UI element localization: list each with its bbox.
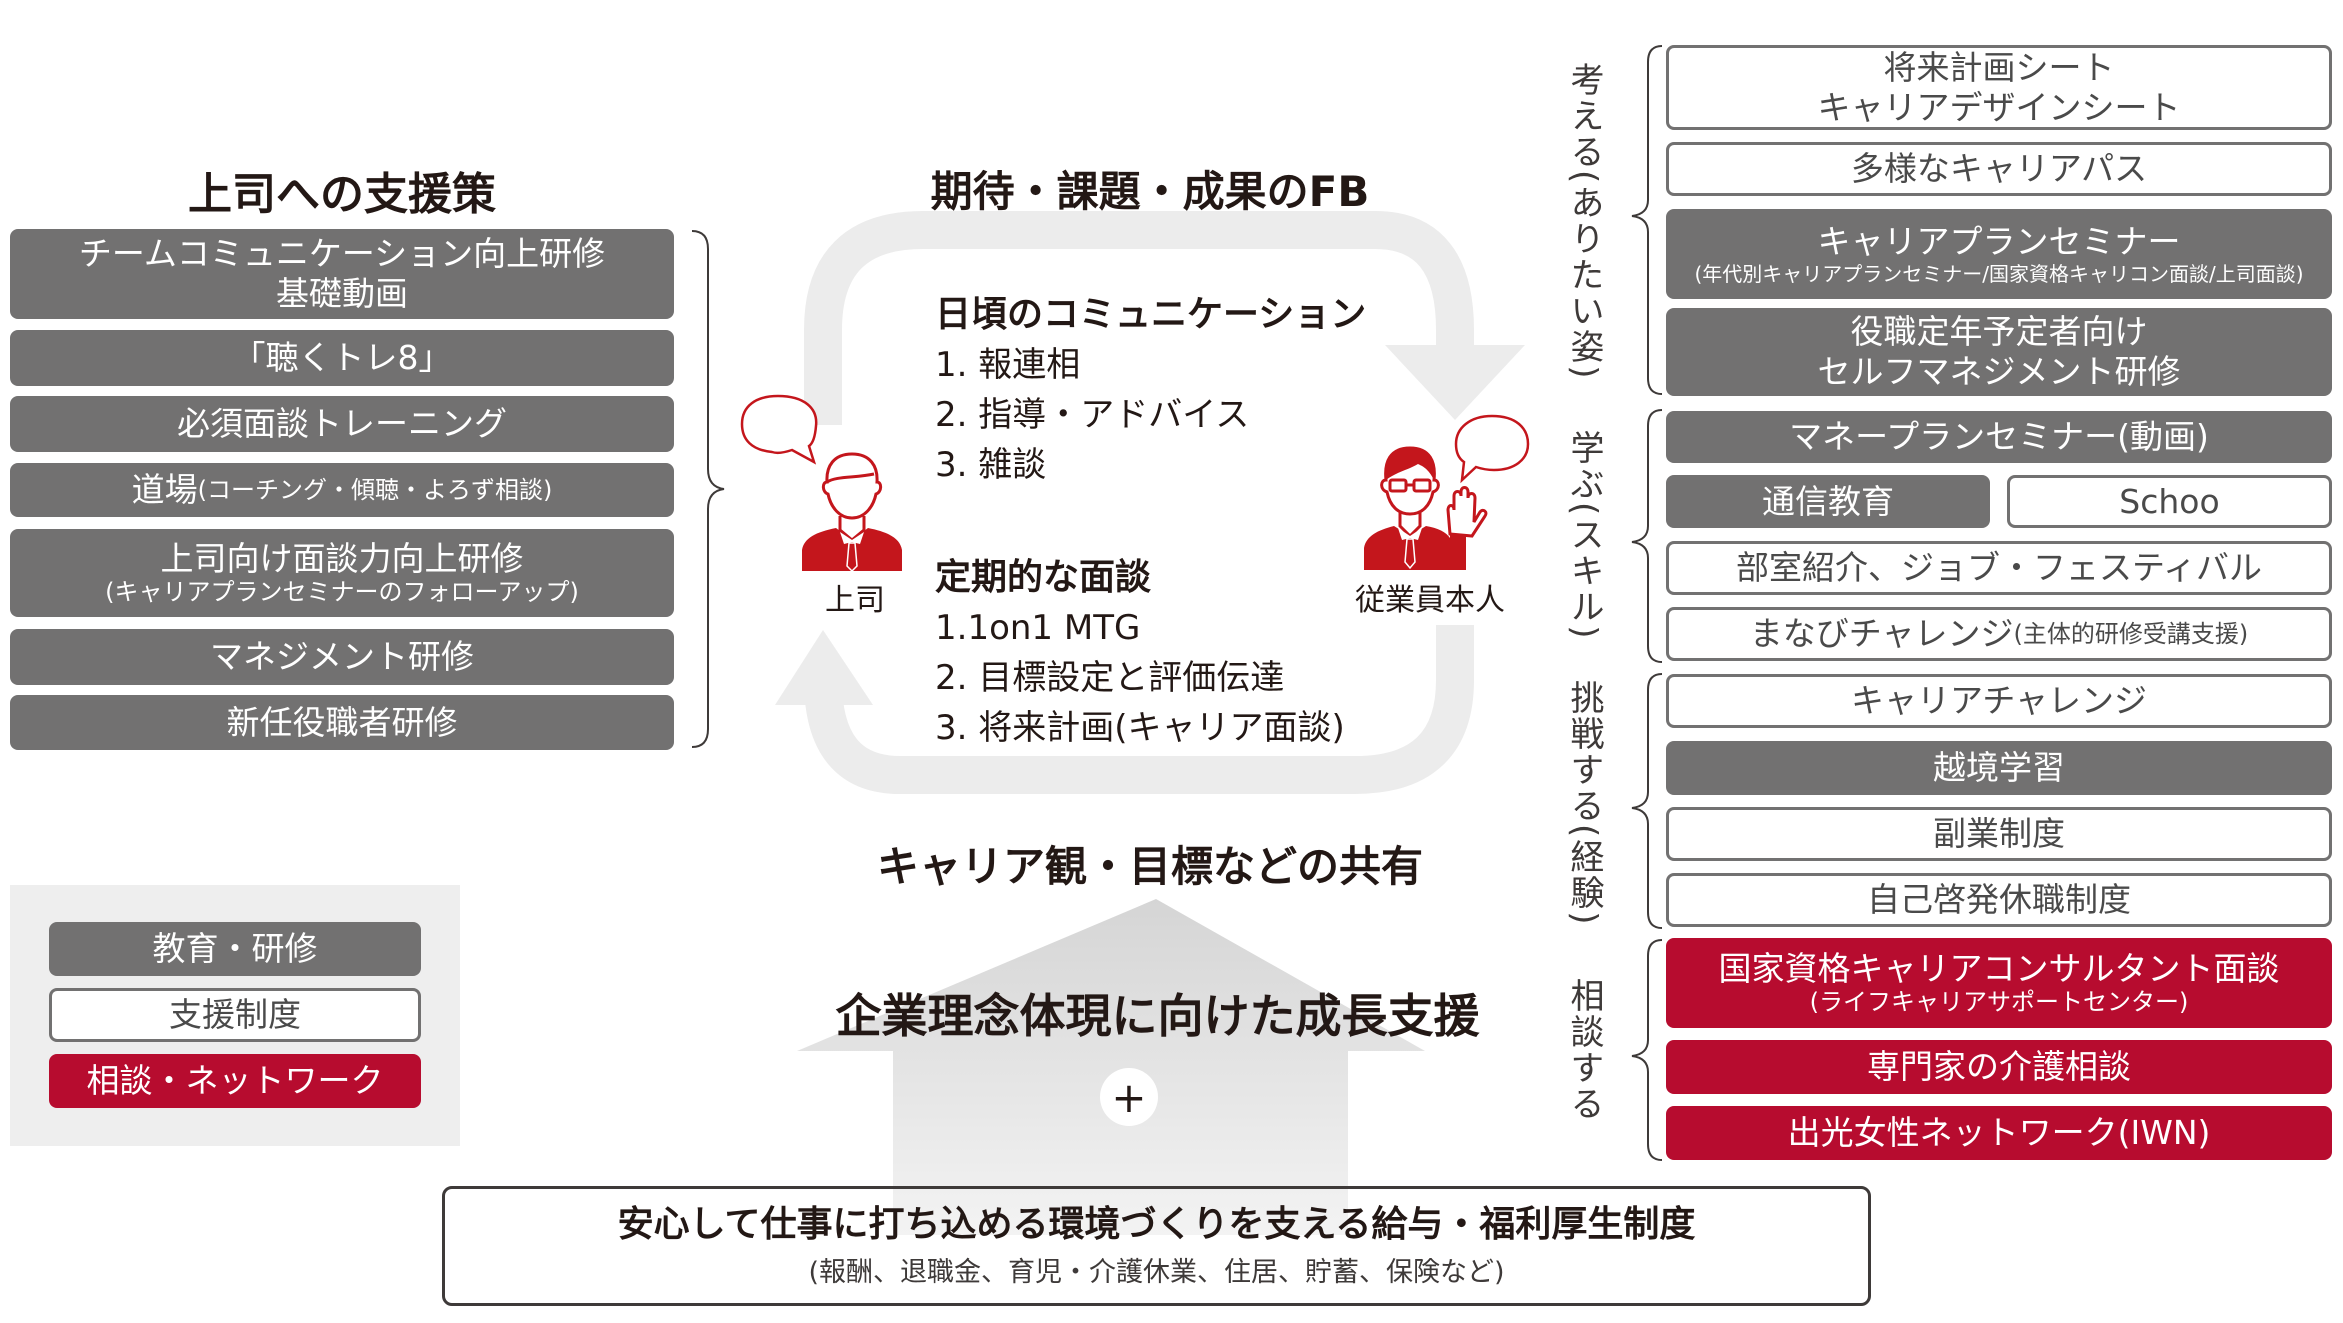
right-item-career-challenge: キャリアチャレンジ bbox=[1666, 674, 2332, 728]
growth-support-label: 企業理念体現に向けた成長支援 bbox=[835, 989, 1480, 1043]
regular-heading: 定期的な面談 bbox=[935, 557, 1152, 598]
item-line1: 新任役職者研修 bbox=[226, 702, 458, 742]
speech-bubble-icon bbox=[740, 394, 818, 465]
item-line1: 将来計画シート bbox=[1883, 47, 2115, 87]
daily-item: 3. 雑談 bbox=[935, 445, 1047, 485]
career-sharing-label: キャリア観・目標などの共有 bbox=[876, 842, 1423, 891]
right-item-self-management-training: 役職定年予定者向け セルフマネジメント研修 bbox=[1666, 308, 2332, 396]
item-line1: 部室紹介、ジョブ・フェスティバル bbox=[1735, 548, 2263, 588]
employee-label: 従業員本人 bbox=[1355, 583, 1505, 618]
left-item-kiku-tore: 「聴くトレ8」 bbox=[10, 330, 674, 386]
daily-heading: 日頃のコミュニケーション bbox=[935, 294, 1367, 335]
boss-person-icon bbox=[802, 452, 902, 573]
welfare-box: 安心して仕事に打ち込める環境づくりを支える給与・福利厚生制度 (報酬、退職金、育… bbox=[442, 1186, 1871, 1306]
item-line1-small: (コーチング・傾聴・よろず相談) bbox=[197, 475, 553, 504]
plus-badge: + bbox=[1100, 1068, 1158, 1126]
right-item-self-development-leave: 自己啓発休職制度 bbox=[1666, 873, 2332, 927]
right-item-job-festival: 部室紹介、ジョブ・フェスティバル bbox=[1666, 541, 2332, 595]
item-line1: 出光女性ネットワーク(IWN) bbox=[1787, 1113, 2211, 1153]
item-line1: 多様なキャリアパス bbox=[1850, 149, 2148, 189]
legend-support: 支援制度 bbox=[49, 988, 421, 1042]
group-label-think: 考える(ありたい姿) bbox=[1564, 62, 1604, 381]
speech-bubble-icon bbox=[1454, 414, 1530, 484]
item-line2: (年代別キャリアプランセミナー/国家資格キャリコン面談/上司面談) bbox=[1694, 261, 2304, 286]
item-line1-small: (主体的研修受講支援) bbox=[2013, 619, 2249, 648]
left-item-dojo: 道場 (コーチング・傾聴・よろず相談) bbox=[10, 463, 674, 517]
item-line2: キャリアデザインシート bbox=[1817, 87, 2181, 127]
right-item-future-plan-sheet: 将来計画シート キャリアデザインシート bbox=[1666, 45, 2332, 130]
group-label-challenge: 挑戦する(経験) bbox=[1564, 680, 1604, 927]
regular-interview-list: 定期的な面談 1.1on1 MTG 2. 目標設定と評価伝達 3. 将来計画(キ… bbox=[935, 553, 1345, 753]
item-line1: 自己啓発休職制度 bbox=[1867, 880, 2131, 920]
item-line1: 専門家の介護相談 bbox=[1867, 1047, 2131, 1087]
right-item-schoo: Schoo bbox=[2007, 475, 2332, 528]
item-line1: 越境学習 bbox=[1933, 748, 2065, 788]
legend-label: 相談・ネットワーク bbox=[86, 1061, 384, 1101]
employee-person-icon bbox=[1364, 446, 1488, 570]
item-line1: マネープランセミナー(動画) bbox=[1789, 417, 2209, 457]
regular-item: 2. 目標設定と評価伝達 bbox=[935, 658, 1285, 698]
right-item-correspondence-education: 通信教育 bbox=[1666, 475, 1990, 528]
right-item-money-plan-seminar: マネープランセミナー(動画) bbox=[1666, 411, 2332, 463]
item-line1: 通信教育 bbox=[1762, 481, 1894, 521]
right-item-care-consultation: 専門家の介護相談 bbox=[1666, 1040, 2332, 1094]
legend-education: 教育・研修 bbox=[49, 922, 421, 976]
daily-item: 1. 報連相 bbox=[935, 345, 1081, 385]
item-line1: マネジメント研修 bbox=[210, 637, 474, 677]
right-item-career-plan-seminar: キャリアプランセミナー (年代別キャリアプランセミナー/国家資格キャリコン面談/… bbox=[1666, 209, 2332, 299]
daily-communication-list: 日頃のコミュニケーション 1. 報連相 2. 指導・アドバイス 3. 雑談 bbox=[935, 290, 1366, 490]
regular-item: 3. 将来計画(キャリア面談) bbox=[935, 708, 1345, 748]
left-item-new-manager-training: 新任役職者研修 bbox=[10, 695, 674, 750]
item-line1: まなびチャレンジ bbox=[1749, 614, 2014, 654]
item-line1: 副業制度 bbox=[1933, 814, 2065, 854]
welfare-title: 安心して仕事に打ち込める環境づくりを支える給与・福利厚生制度 bbox=[617, 1203, 1696, 1245]
item-line1: 役職定年予定者向け bbox=[1850, 312, 2148, 352]
welfare-subtitle: (報酬、退職金、育児・介護休業、住居、貯蓄、保険など) bbox=[808, 1256, 1505, 1288]
item-line1: Schoo bbox=[2119, 481, 2220, 521]
legend-label: 教育・研修 bbox=[152, 929, 318, 969]
right-braces-icon bbox=[1631, 45, 1663, 1161]
right-item-womens-network: 出光女性ネットワーク(IWN) bbox=[1666, 1106, 2332, 1160]
left-item-interview-training: 必須面談トレーニング bbox=[10, 396, 674, 452]
right-item-career-consultant-interview: 国家資格キャリアコンサルタント面談 (ライフキャリアサポートセンター) bbox=[1666, 938, 2332, 1028]
item-line1: チームコミュニケーション向上研修 bbox=[78, 234, 606, 274]
group-label-learn: 学ぶ(スキル) bbox=[1564, 430, 1604, 641]
plus-icon: + bbox=[1111, 1072, 1147, 1122]
legend-consult: 相談・ネットワーク bbox=[49, 1054, 421, 1108]
item-line1: 「聴くトレ8」 bbox=[232, 338, 452, 378]
item-line1: 必須面談トレーニング bbox=[177, 404, 507, 444]
item-line2: セルフマネジメント研修 bbox=[1817, 352, 2181, 391]
right-item-career-path: 多様なキャリアパス bbox=[1666, 142, 2332, 196]
left-item-management-training: マネジメント研修 bbox=[10, 629, 674, 685]
item-line1: 国家資格キャリアコンサルタント面談 bbox=[1718, 948, 2280, 988]
right-item-side-job-system: 副業制度 bbox=[1666, 807, 2332, 861]
regular-item: 1.1on1 MTG bbox=[935, 608, 1141, 648]
left-item-boss-interview-skill: 上司向け面談力向上研修 (キャリアプランセミナーのフォローアップ) bbox=[10, 529, 674, 617]
left-title: 上司への支援策 bbox=[188, 169, 496, 220]
right-item-manabi-challenge: まなびチャレンジ (主体的研修受講支援) bbox=[1666, 607, 2332, 661]
feedback-label: 期待・課題・成果のFB bbox=[930, 167, 1370, 216]
item-line1: 上司向け面談力向上研修 bbox=[160, 538, 524, 578]
item-line2: 基礎動画 bbox=[276, 274, 408, 313]
left-brace-icon bbox=[691, 230, 725, 748]
item-line1: キャリアチャレンジ bbox=[1850, 681, 2147, 721]
item-line2: (キャリアプランセミナーのフォローアップ) bbox=[105, 578, 579, 607]
item-line1: キャリアプランセミナー bbox=[1817, 222, 2181, 262]
right-item-cross-border-learning: 越境学習 bbox=[1666, 741, 2332, 795]
left-item-team-communication: チームコミュニケーション向上研修 基礎動画 bbox=[10, 229, 674, 319]
legend-label: 支援制度 bbox=[169, 995, 301, 1035]
item-line1: 道場 bbox=[131, 470, 198, 510]
item-line2: (ライフキャリアサポートセンター) bbox=[1809, 988, 2189, 1017]
daily-item: 2. 指導・アドバイス bbox=[935, 395, 1250, 435]
boss-label: 上司 bbox=[825, 583, 885, 618]
group-label-consult: 相談する bbox=[1564, 978, 1604, 1122]
